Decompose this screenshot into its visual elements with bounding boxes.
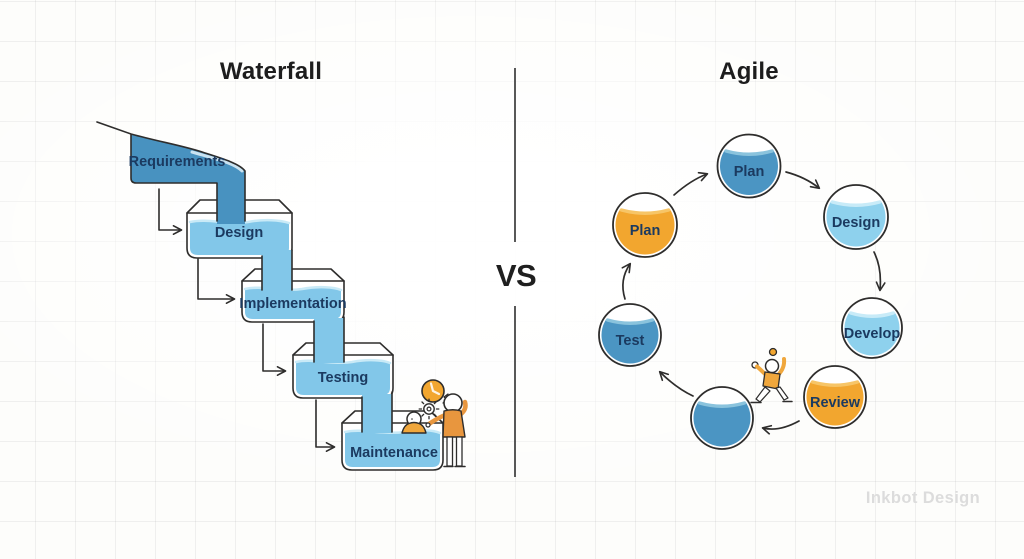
agile-step-plan-top: Plan — [716, 133, 782, 199]
stage-label-testing: Testing — [318, 370, 368, 386]
step-label-plan-left: Plan — [630, 223, 661, 239]
gear-icon — [418, 398, 440, 420]
vs-label: VS — [495, 258, 537, 293]
water-surface — [294, 358, 392, 365]
stage-label-implementation: Implementation — [239, 296, 346, 312]
ball-thrower-figure — [750, 347, 793, 404]
water-surface — [188, 218, 291, 225]
stream-design-implementation — [262, 250, 292, 291]
arrow-design-implementation — [197, 258, 236, 304]
head — [764, 358, 780, 374]
water-surface — [724, 149, 774, 156]
tank-water — [296, 360, 390, 395]
stage-label-maintenance: Maintenance — [350, 445, 438, 461]
arrow-deploy-test — [658, 370, 694, 397]
agile-step-review: Review — [803, 365, 867, 429]
water-surface — [810, 380, 860, 387]
waterfall-title: Waterfall — [219, 58, 323, 85]
agile-step-design: Design — [823, 184, 889, 250]
worker-figures — [401, 379, 468, 468]
requirements-water — [131, 134, 245, 224]
agile-step-develop: Develop — [841, 297, 903, 359]
water-surface — [605, 318, 655, 325]
agile-step-deploy-unlabeled — [690, 386, 754, 450]
arrow-implementation-testing — [262, 323, 287, 376]
step-label-review: Review — [810, 395, 861, 411]
waterfall-stage-requirements — [96, 121, 246, 224]
water-surface — [697, 401, 747, 408]
tank-rim — [241, 268, 345, 282]
agile-cycle-diagram: Plan Design Develop Review — [598, 133, 903, 450]
water-surface — [830, 200, 882, 207]
water-surface — [243, 285, 343, 292]
step-label-develop: Develop — [844, 326, 901, 342]
circle-water — [720, 150, 778, 195]
agile-step-test: Test — [598, 303, 662, 367]
clock-icon — [421, 379, 449, 404]
waterfall-stage-implementation — [241, 268, 345, 323]
arrow-plan-design — [785, 171, 821, 190]
stream-implementation-testing — [314, 318, 344, 363]
waterfall-diagram: Requirements Design Implementation Testi… — [96, 121, 468, 471]
agile-title: Agile — [719, 58, 779, 85]
orange-ball — [768, 347, 778, 357]
standing-worker — [425, 393, 468, 468]
arrow-plan-plan — [673, 171, 709, 196]
waterfall-stage-maintenance — [341, 410, 444, 471]
tank-water — [245, 287, 341, 319]
watermark: Inkbot Design — [865, 489, 981, 507]
stream-testing-maintenance — [362, 394, 392, 433]
step-label-design: Design — [832, 215, 880, 231]
water-surface — [849, 311, 895, 318]
step-label-plan-top: Plan — [734, 164, 765, 180]
agile-arrows — [621, 171, 886, 435]
circle-water — [601, 319, 659, 364]
stage-label-requirements: Requirements — [129, 154, 226, 170]
tank-water — [190, 220, 289, 255]
foam-highlight — [190, 150, 244, 173]
circle-water — [844, 312, 900, 356]
torso — [762, 371, 781, 390]
waterfall-arrows — [158, 188, 336, 452]
waterfall-streams — [261, 249, 393, 433]
requirements-outline — [96, 121, 246, 222]
step-label-test: Test — [616, 333, 645, 349]
water-surface — [619, 208, 671, 215]
circle-water — [826, 201, 886, 247]
arrow-review-deploy — [761, 420, 800, 435]
hand — [425, 422, 431, 428]
circle-water — [806, 381, 864, 426]
sitting-worker — [401, 411, 427, 434]
arrow-requirements-design — [158, 188, 183, 235]
agile-step-plan-left: Plan — [612, 192, 678, 258]
circle-water — [615, 209, 675, 255]
arrow-testing-maintenance — [315, 399, 336, 452]
arrow-test-plan — [621, 262, 632, 300]
arrow-design-develop — [873, 251, 886, 292]
circle-water — [693, 402, 751, 447]
stage-label-design: Design — [215, 225, 263, 241]
tank-water — [345, 430, 440, 467]
